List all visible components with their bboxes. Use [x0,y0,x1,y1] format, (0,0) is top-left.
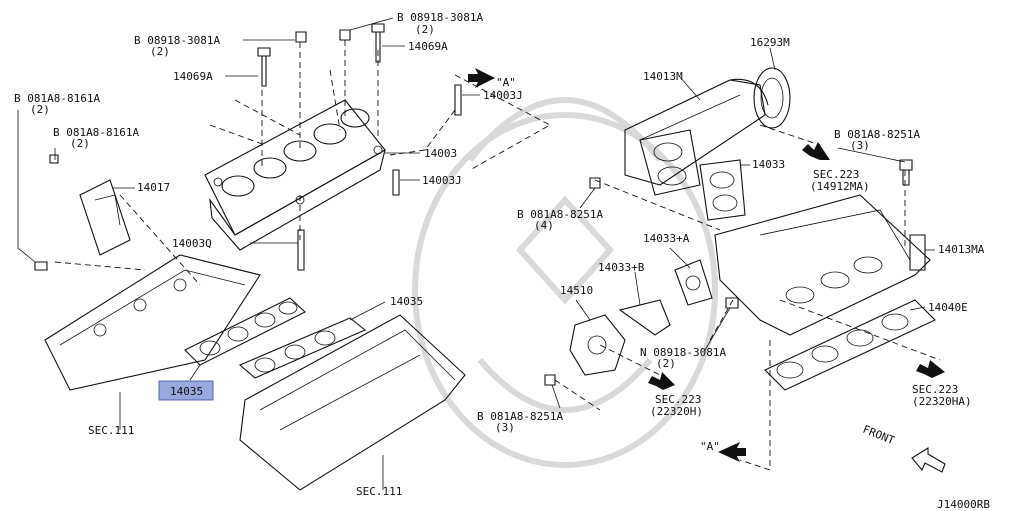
intake-manifold-upper [714,194,931,336]
label-16293M: 16293M [750,36,790,49]
label-sec223-22320H-sub: (22320H) [650,405,703,418]
gasket-14035-left [184,297,306,366]
label-sec223-22320HA: SEC.223 [912,383,958,396]
label-qty: (2) [30,103,50,116]
diagram-id: J14000RB [937,498,990,511]
label-n-08918-3081A: N 08918-3081A [640,346,726,359]
label-14033A: 14033+A [643,232,690,245]
label-14069A-left: 14069A [173,70,213,83]
label-b-081A8-8161A-1: B 081A8-8161A [14,92,100,105]
label-14035-highlighted: 14035 [170,385,203,398]
label-14040E: 14040E [928,301,968,314]
intake-collector-14013M [624,78,769,186]
iac-valve-14510 [569,314,626,376]
label-b-08918-3081A-top: B 08918-3081A [397,11,483,24]
cylinder-head-left [44,254,261,391]
gasket-14033-B [618,299,671,336]
label-14510: 14510 [560,284,593,297]
label-b-081A8-8161A-2: B 081A8-8161A [53,126,139,139]
label-14013M: 14013M [643,70,683,83]
label-qty: (4) [534,219,554,232]
direction-arrows [468,68,945,462]
bracket-14017 [79,179,131,256]
label-view-a-bottom: "A" [700,440,720,453]
gasket-14035-right [238,317,367,379]
label-b-081A8-8251A-right: B 081A8-8251A [834,128,920,141]
label-qty: (2) [415,23,435,36]
label-b-081A8-8251A-bot: B 081A8-8251A [477,410,563,423]
label-b-08918-3081A-left: B 08918-3081A [134,34,220,47]
label-qty: (3) [850,139,870,152]
intake-manifold-lower [204,99,386,251]
cylinder-head-right [239,314,466,491]
highlight-box-14035 [158,380,214,401]
label-14003: 14003 [424,147,457,160]
gasket-14040E [764,299,936,391]
label-14069A-right: 14069A [408,40,448,53]
label-sec223-14912: SEC.223 [813,168,859,181]
gasket-14033 [639,129,746,221]
label-14003J-mid: 14003J [422,174,462,187]
label-14035-top: 14035 [390,295,423,308]
gasket-16293M [753,67,791,129]
label-14003Q: 14003Q [172,237,212,250]
watermark-logo [412,97,718,468]
label-view-a-top: "A" [496,76,516,89]
callout-labels: B 08918-3081A (2) B 08918-3081A (2) 1406… [14,11,990,511]
label-sec111-bottom: SEC.111 [356,485,402,498]
label-sec223-14912-sub: (14912MA) [810,180,870,193]
label-qty: (2) [656,357,676,370]
label-14033B: 14033+B [598,261,645,274]
label-b-081A8-8251A-mid: B 081A8-8251A [517,208,603,221]
label-14013MA: 14013MA [938,243,985,256]
label-sec223-22320HA-sub: (22320HA) [912,395,972,408]
label-14003J-top: 14003J [483,89,523,102]
label-qty: (2) [70,137,90,150]
label-14033: 14033 [752,158,785,171]
projection-lines [54,40,941,471]
label-sec223-22320H: SEC.223 [655,393,701,406]
leader-lines [17,17,935,490]
gasket-14033-A [674,259,713,306]
front-arrow [911,447,946,473]
label-qty: (3) [495,421,515,434]
label-qty: (2) [150,45,170,58]
label-front: FRONT [861,423,897,448]
label-14017: 14017 [137,181,170,194]
label-sec111-left: SEC.111 [88,424,134,437]
